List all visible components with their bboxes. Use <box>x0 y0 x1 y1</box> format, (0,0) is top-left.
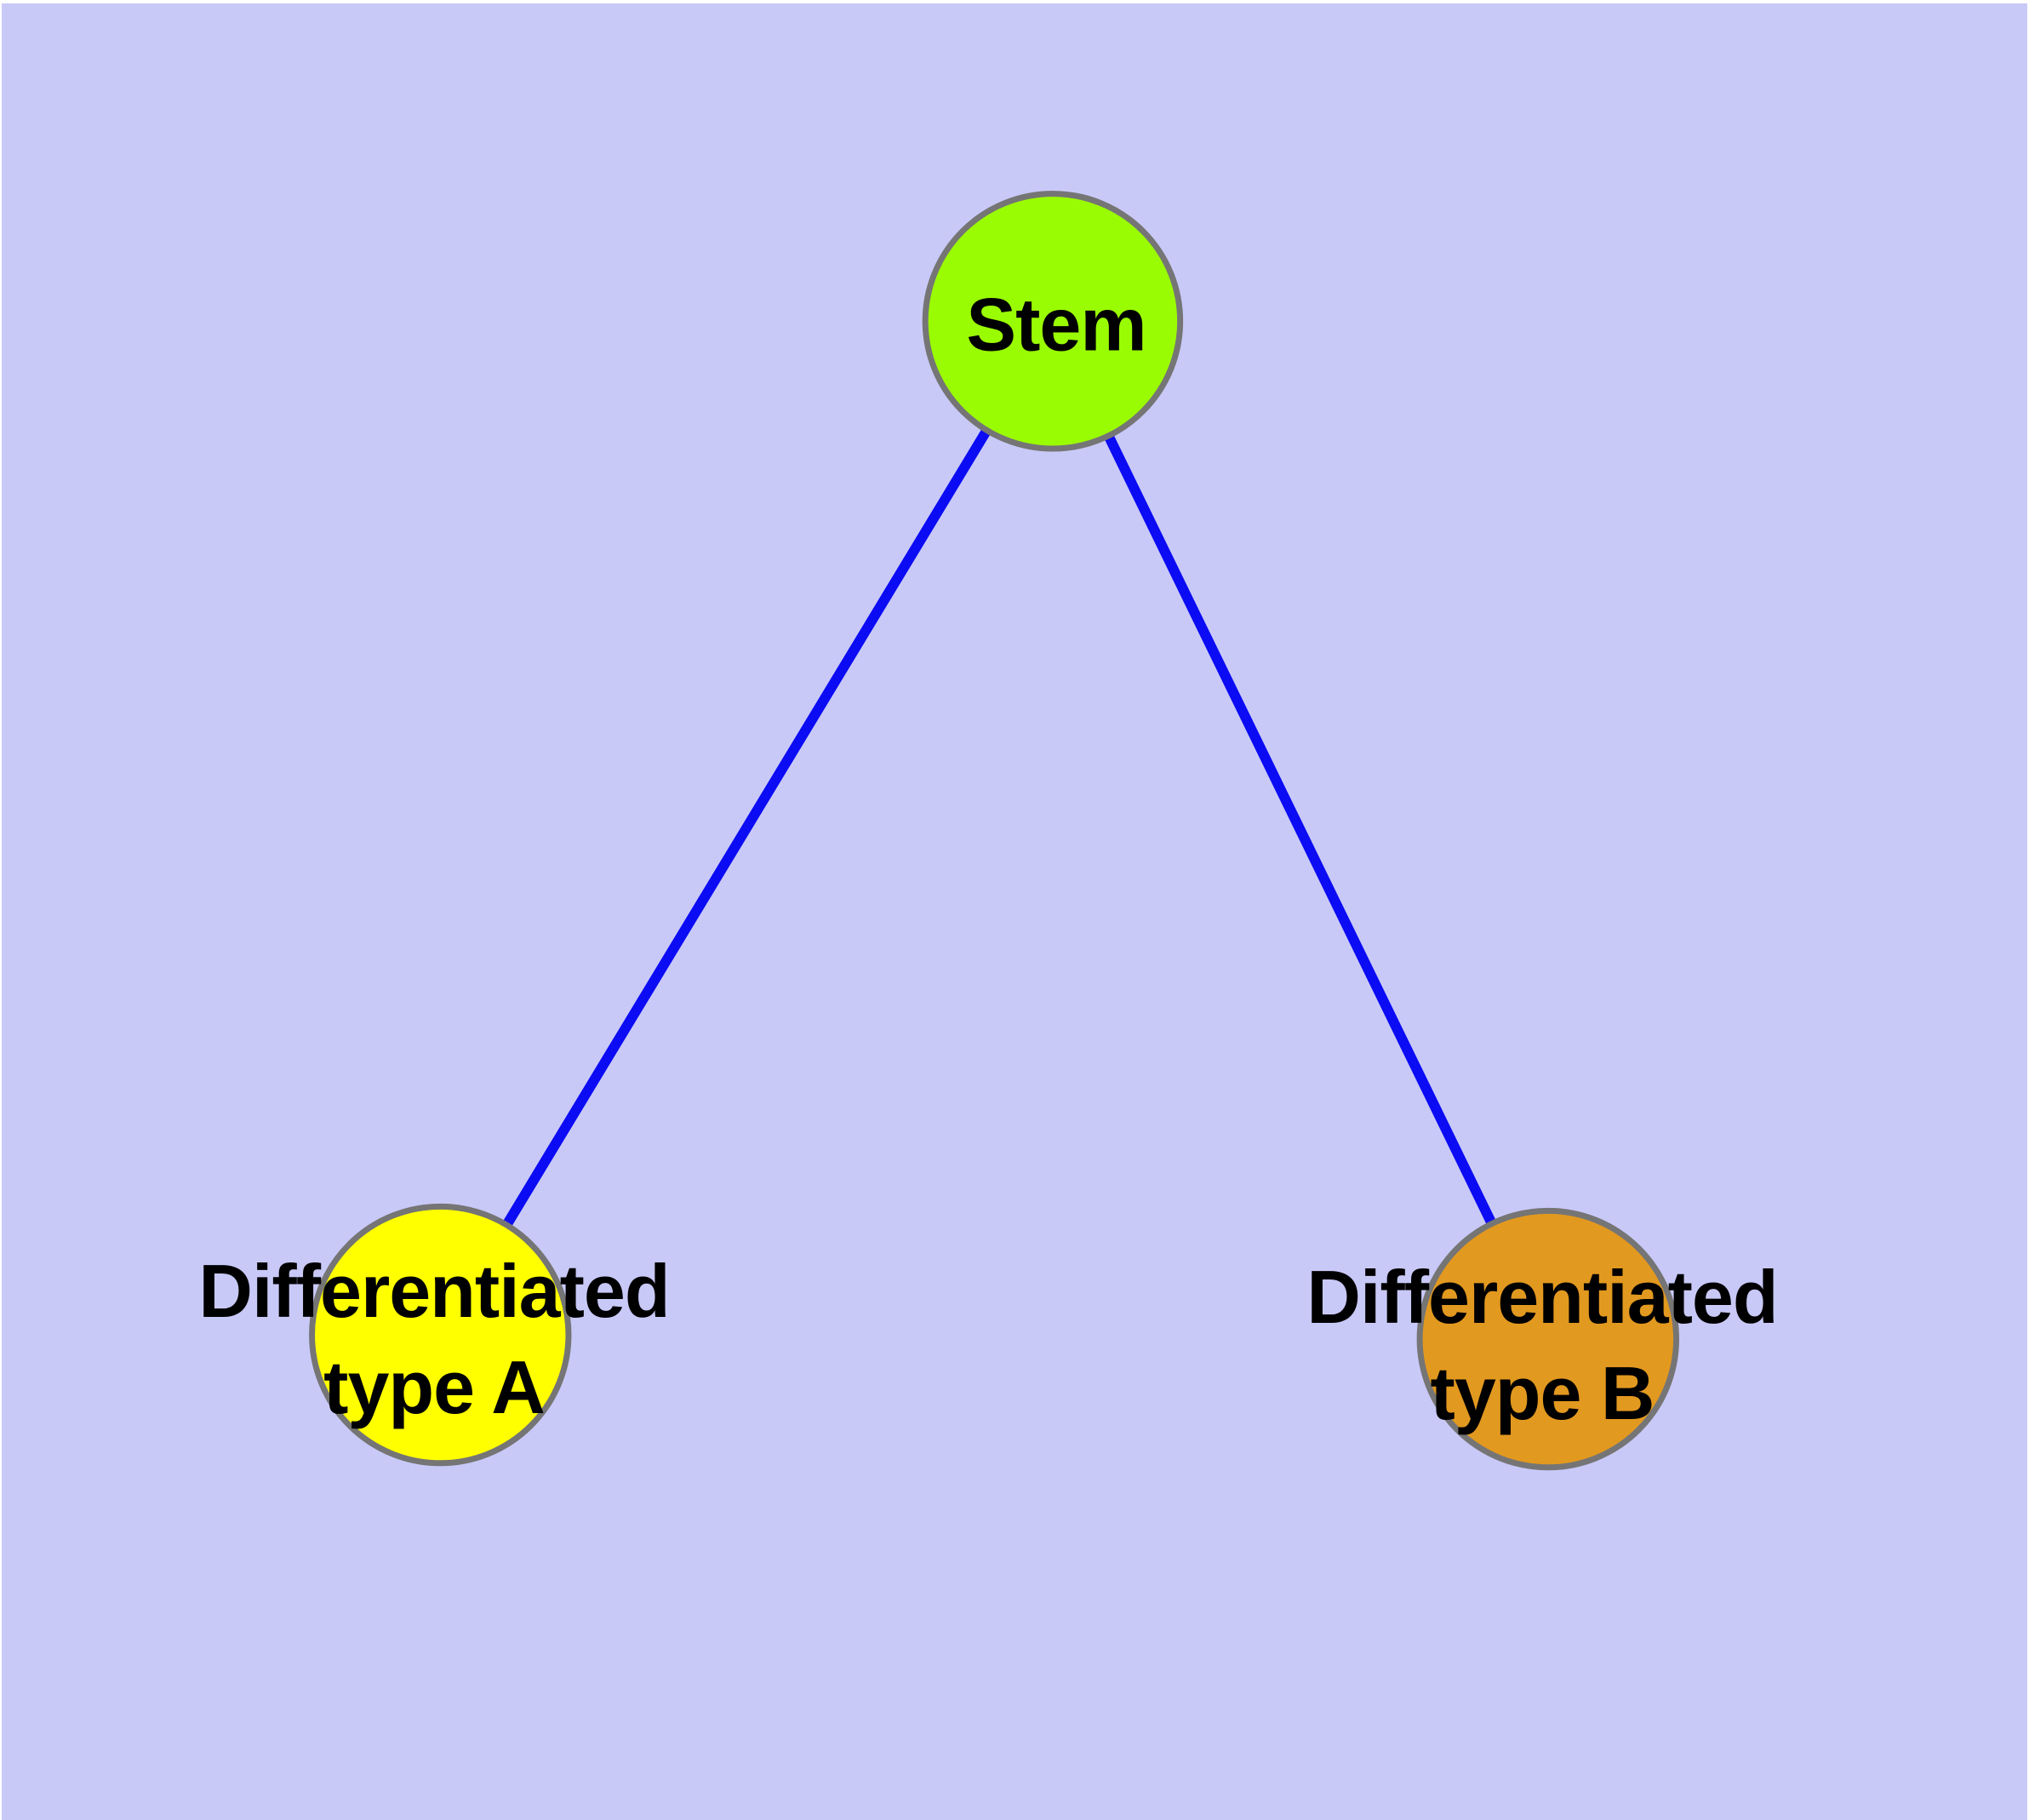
node-type-a-label-line1: Differentiated <box>198 1249 670 1333</box>
graph-canvas <box>309 191 1680 1471</box>
node-type-b-label-line2: type B <box>1430 1351 1655 1435</box>
node-differentiated-type-a-label: Differentiated type A <box>198 1243 670 1435</box>
node-stem-label: Stem <box>966 277 1146 373</box>
diagram-background: Stem Differentiated type A Differentiate… <box>2 3 2027 1820</box>
edge-stem-to-type-a <box>436 318 1058 1338</box>
edge-stem-to-type-b <box>1048 318 1553 1342</box>
node-differentiated-type-b <box>1416 1207 1680 1471</box>
node-stem <box>922 191 1184 452</box>
node-type-a-label-line2: type A <box>323 1345 546 1429</box>
node-differentiated-type-b-label: Differentiated type B <box>1306 1249 1778 1441</box>
node-differentiated-type-a <box>309 1203 572 1467</box>
node-type-b-label-line1: Differentiated <box>1306 1255 1778 1339</box>
node-stem-label-text: Stem <box>966 282 1146 367</box>
